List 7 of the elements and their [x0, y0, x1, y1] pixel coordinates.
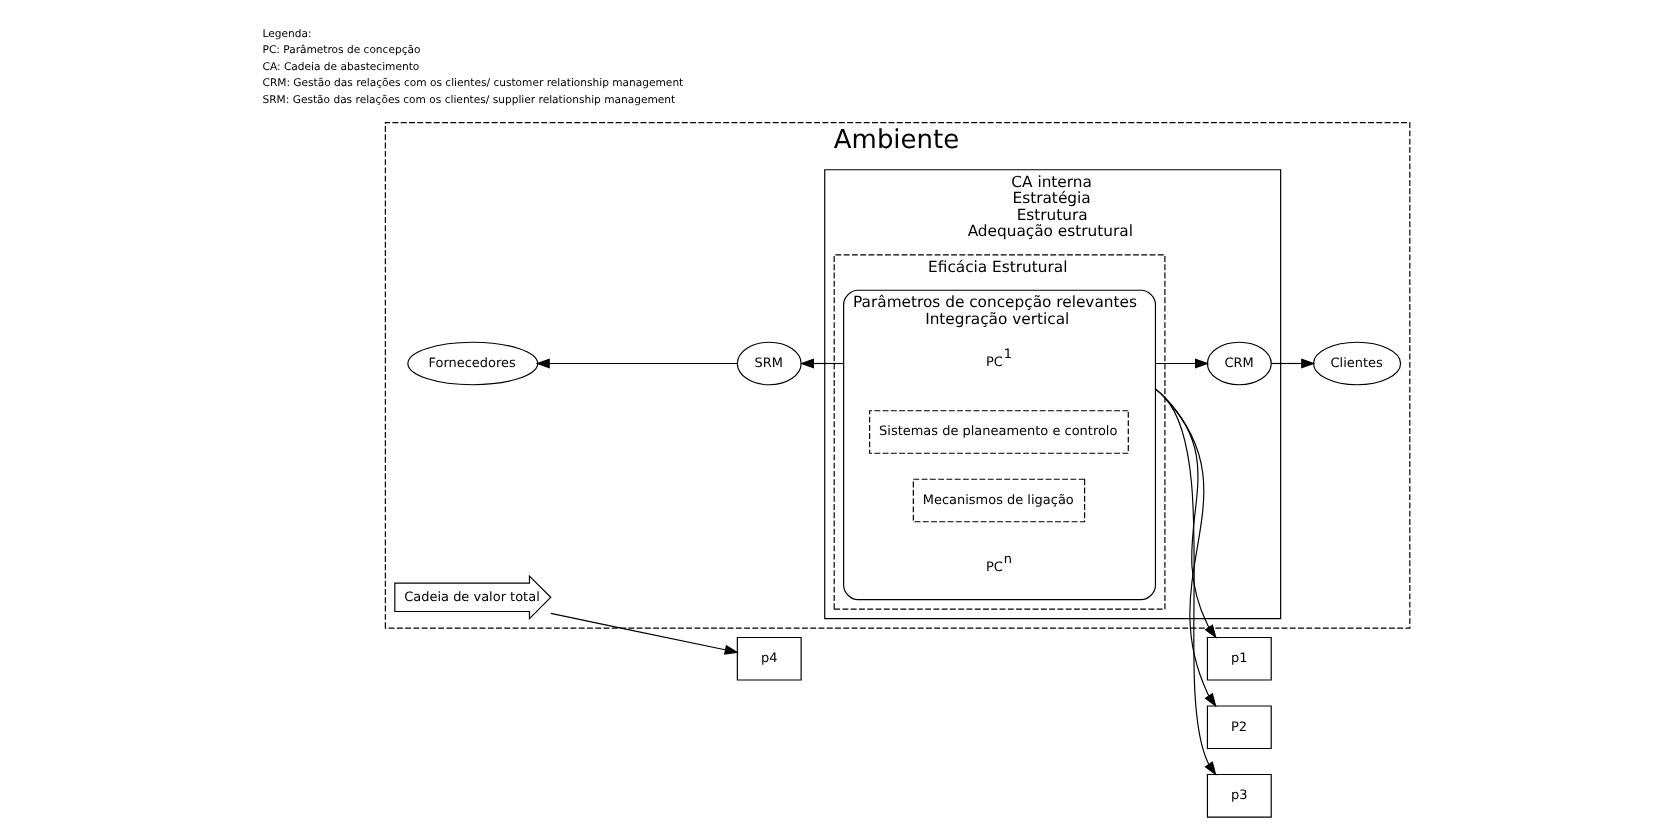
- arrow: [799, 358, 845, 369]
- arrow: [1270, 358, 1316, 369]
- arrow: [550, 612, 739, 655]
- arrow: [1154, 358, 1210, 369]
- arrow: [1154, 388, 1217, 708]
- arrow: [535, 358, 738, 369]
- arrow: [1154, 388, 1217, 776]
